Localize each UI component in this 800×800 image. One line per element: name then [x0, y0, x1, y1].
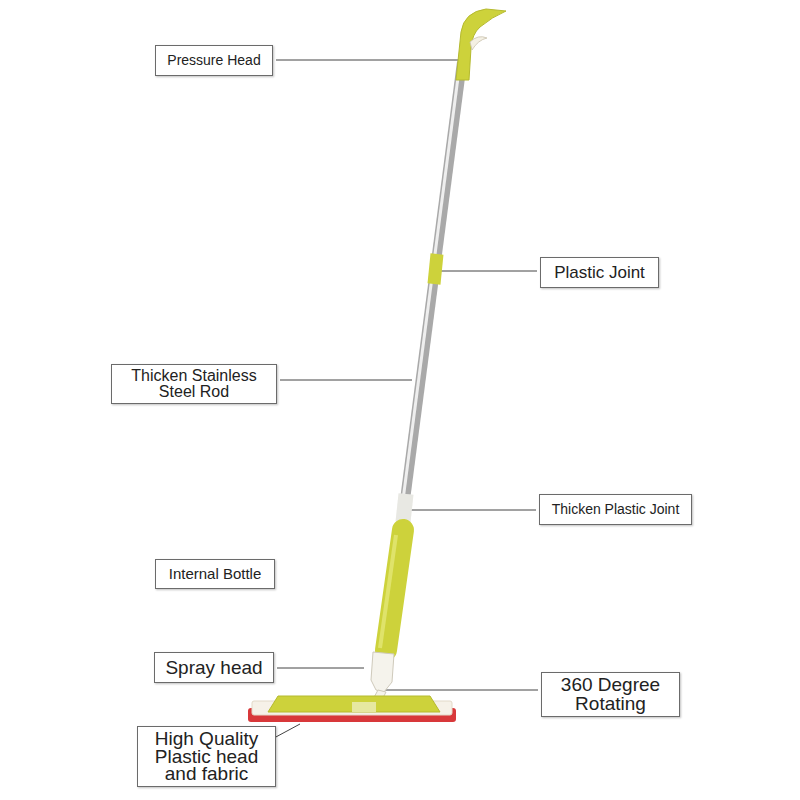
thicken-joint-shade: [403, 494, 406, 522]
plastic-head: [268, 696, 440, 712]
callout-box: Spray head: [154, 652, 274, 683]
leader-line: [280, 380, 412, 381]
pressure-head: [456, 9, 506, 80]
spray-head: [371, 652, 394, 692]
part-label: High Quality Plastic head and fabric: [144, 730, 269, 782]
part-label: 360 Degree Rotating: [548, 676, 673, 712]
part-label: Thicken Stainless Steel Rod: [127, 368, 262, 400]
part-label: Thicken Plastic Joint: [552, 501, 680, 517]
bottle-highlight: [380, 535, 396, 648]
leader-line: [380, 690, 538, 691]
callout-box: Thicken Plastic Joint: [539, 494, 692, 525]
leader-line: [440, 271, 537, 272]
rod-highlight: [403, 62, 460, 500]
steel-rod: [405, 62, 462, 500]
leader-line: [277, 668, 364, 669]
callout-box: Thicken Stainless Steel Rod: [111, 364, 277, 404]
swivel-base: [352, 702, 376, 712]
plastic-joint: [434, 254, 437, 284]
part-label: Spray head: [165, 657, 262, 679]
part-label: Plastic Joint: [554, 263, 645, 283]
callout-box: Pressure Head: [155, 45, 273, 76]
callout-box: Internal Bottle: [155, 559, 275, 589]
callout-box: 360 Degree Rotating: [541, 672, 680, 717]
callout-box: Plastic Joint: [540, 257, 659, 288]
thicken-joint: [403, 494, 406, 522]
leader-line: [274, 724, 300, 738]
callout-box: High Quality Plastic head and fabric: [137, 726, 276, 787]
leader-line: [276, 60, 460, 61]
trigger: [470, 37, 487, 50]
leader-line: [407, 510, 536, 511]
part-label: Pressure Head: [167, 52, 260, 68]
leader-lines: [274, 60, 538, 738]
part-label: Internal Bottle: [169, 565, 262, 582]
